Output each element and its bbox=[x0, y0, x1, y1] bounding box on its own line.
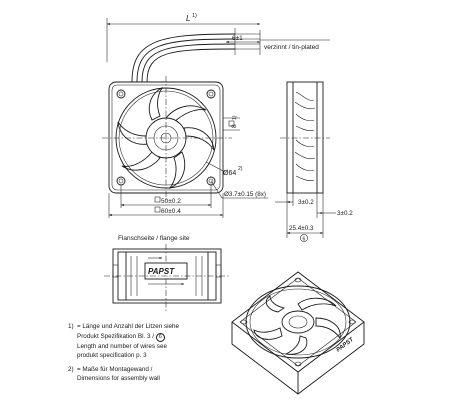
footnote-1-number: 1) bbox=[68, 323, 74, 330]
diameter-note: 2) bbox=[238, 166, 243, 172]
tinned-label: verzinnt / tin-plated bbox=[264, 44, 319, 51]
isometric-view: PAPST bbox=[231, 271, 365, 395]
mount-value: 50±0.2 bbox=[161, 198, 181, 205]
footnote-2-line-2: Dimensions for assembly wall bbox=[77, 375, 160, 383]
footnote-1-line-4: produkt specification p. 3 bbox=[77, 352, 147, 360]
frame-right-value: 3±0.2 bbox=[337, 210, 353, 217]
side-dimension: 8 1) bbox=[223, 115, 240, 131]
diameter-value: Ø64 bbox=[223, 170, 236, 177]
spec-reference-badge: 6 bbox=[155, 332, 165, 342]
length-note: 1) bbox=[192, 13, 197, 19]
side-value: 8 bbox=[231, 124, 238, 128]
hole-value: Ø3.7±0.15 (8x) bbox=[224, 191, 266, 198]
brand-plate bbox=[144, 262, 188, 280]
flange-label: Flanschseite / flange site bbox=[118, 235, 190, 242]
hole-dimension: Ø3.7±0.15 (8x) bbox=[210, 180, 268, 199]
length-dimension: L 1) bbox=[106, 13, 260, 62]
side-note: 1) bbox=[232, 115, 238, 120]
footnote-2-number: 2) bbox=[68, 365, 74, 373]
strip-label: 6±1 bbox=[232, 35, 243, 42]
brand-text: PAPST bbox=[148, 267, 175, 276]
front-view: L 1) 6±1 verzinnt / tin-plated bbox=[102, 13, 330, 218]
footnote-1-line-3: Length and number of wires see bbox=[77, 342, 167, 350]
strip-dimension: 6±1 verzinnt / tin-plated bbox=[226, 35, 330, 51]
side-view: 3±0.2 3±0.2 25.4±0.3 6 bbox=[275, 81, 353, 243]
footnote-1-line-2: Produkt Spezifikation Bl. 3 / bbox=[77, 332, 156, 340]
frame-left-value: 3±0.2 bbox=[298, 199, 314, 206]
diameter-dimension: Ø64 2) bbox=[205, 161, 243, 177]
footnotes: 1) = Länge und Anzahl der Litzen siehe P… bbox=[68, 322, 243, 384]
iso-hub bbox=[281, 310, 315, 334]
flange-view: Flanschseite / flange site PAPST bbox=[104, 235, 230, 312]
footnote-1: 1) = Länge und Anzahl der Litzen siehe P… bbox=[68, 322, 243, 361]
footnote-2: 2) = Maße für Montagewand / Dimensions f… bbox=[68, 365, 243, 384]
footnote-2-line-1: = Maße für Montagewand / bbox=[77, 365, 153, 373]
outer-value: 60±0.4 bbox=[161, 208, 181, 215]
depth-note: 6 bbox=[303, 237, 306, 243]
impeller-blades bbox=[117, 86, 215, 190]
length-label: L bbox=[186, 14, 190, 23]
iso-fan-ring bbox=[245, 285, 351, 359]
depth-value: 25.4±0.3 bbox=[289, 225, 314, 232]
wire-bundle bbox=[131, 28, 261, 83]
width-dimensions: 50±0.2 60±0.4 bbox=[108, 185, 224, 218]
footnote-1-line-1: = Länge und Anzahl der Litzen siehe bbox=[77, 323, 180, 330]
